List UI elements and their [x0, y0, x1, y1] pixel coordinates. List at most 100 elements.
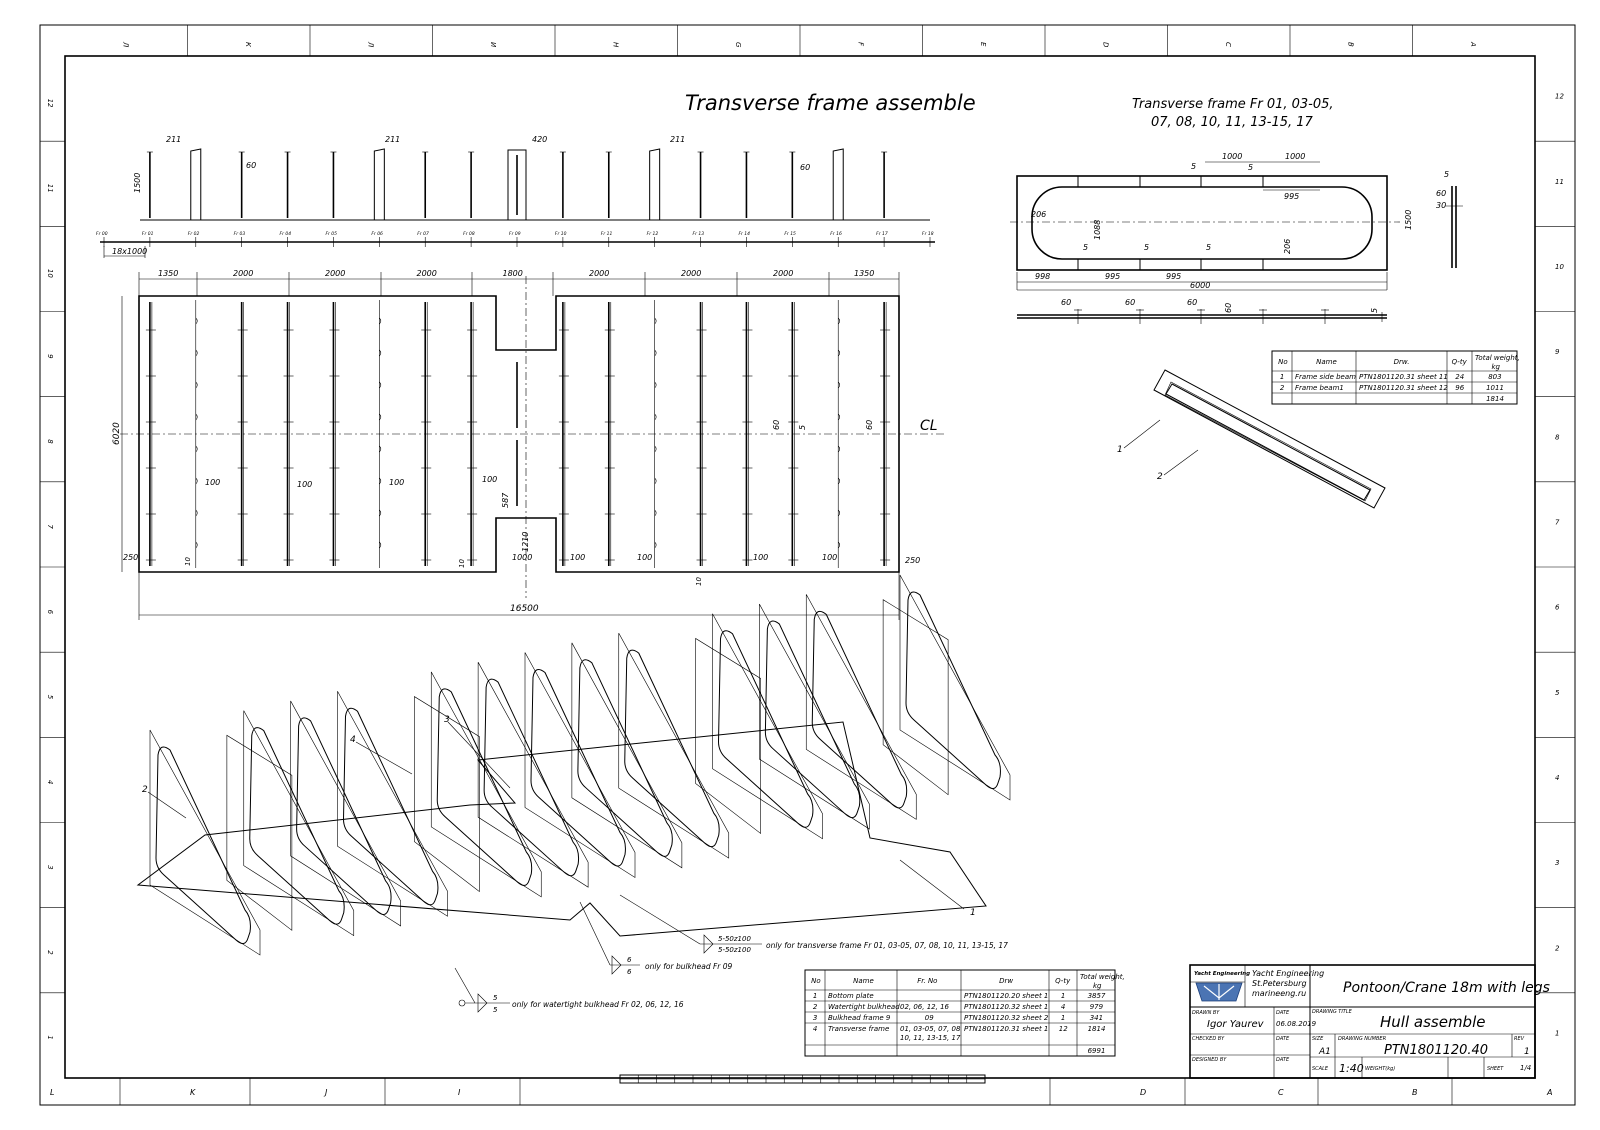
dim-60-a: 60 [772, 420, 781, 430]
zone-left-1: 11 [46, 184, 54, 193]
iso-frame-opening [483, 678, 580, 877]
main-tbl-r3-c3: PTN1801120.31 sheet 1 [964, 1025, 1048, 1033]
weight-label: WEIGHT(kg) [1365, 1066, 1395, 1072]
frame-detail-outer [1016, 175, 1388, 271]
frame-detail-opening [1031, 186, 1373, 260]
svg-text:only for transverse frame Fr 0: only for transverse frame Fr 01, 03-05, … [766, 941, 1008, 950]
zone-right-1: 11 [1555, 178, 1564, 186]
main-tbl-r2-c1: Bulkhead frame 9 [828, 1014, 891, 1022]
frame-label-6: Fr 06 [371, 231, 383, 237]
iso-callout-2: 2 [142, 785, 148, 795]
small-tbl-r0-c2: PTN1801120.31 sheet 11 [1359, 373, 1448, 381]
frame-label-14: Fr 14 [738, 231, 750, 237]
frame-label-7: Fr 07 [417, 231, 429, 237]
inner-border [64, 55, 1536, 1079]
main-tbl-header-3: Drw [999, 977, 1013, 985]
main-tbl-r0-c1: Bottom plate [828, 992, 874, 1000]
row-dim-7: 2000 [773, 269, 793, 278]
frame-label-17: Fr 17 [876, 231, 888, 237]
main-tbl-header-4: Q-ty [1055, 977, 1071, 985]
iso-frame-opening [624, 649, 720, 848]
zone-left-9: 3 [46, 865, 54, 869]
drawing-title-label: DRAWING TITLE [1312, 1009, 1353, 1015]
zone-top-6: F [856, 42, 864, 47]
svg-text:only for watertight bulkhead F: only for watertight bulkhead Fr 02, 06, … [512, 1000, 684, 1009]
zone-bottom-3: I [458, 1088, 461, 1097]
iso-frame [899, 574, 1011, 801]
main-tbl-r2-c2: 09 [925, 1014, 934, 1022]
elev-bulkhead [649, 148, 661, 220]
dim-250-right: 250 [905, 556, 920, 565]
svg-text:only for bulkhead Fr 09: only for bulkhead Fr 09 [645, 962, 733, 971]
zone-left-10: 2 [46, 950, 54, 955]
dim-100-7: 100 [753, 553, 768, 562]
frame-label-0: Fr 00 [96, 231, 108, 237]
beam-ticks [1074, 309, 1383, 324]
elev-center-bulkhead [507, 149, 527, 221]
zone-left-11: 1 [46, 1035, 54, 1039]
zone-right-5: 7 [1555, 518, 1560, 526]
iso-callout-3: 3 [444, 715, 450, 725]
zone-top-8: D [1101, 42, 1109, 48]
hull-isometric [136, 574, 1011, 956]
iso-frame-opening [905, 591, 1001, 789]
company-logo: Yacht Engineering [1194, 971, 1250, 1002]
zone-right-0: 12 [1555, 93, 1564, 101]
drawing-number-label: DRAWING NUMBER [1338, 1036, 1386, 1042]
dim-10-3: 10 [695, 577, 703, 586]
dim-100-4: 100 [482, 475, 497, 484]
iso-bulkhead [226, 734, 293, 931]
small-tbl-header-2: Drw. [1394, 358, 1410, 366]
main-tbl-r1-c0: 2 [813, 1003, 818, 1011]
zone-top-2: Л [366, 41, 374, 48]
elev-bulkhead [190, 148, 202, 220]
row-dim-6: 2000 [681, 269, 701, 278]
iso-frame-opening [764, 620, 861, 819]
dim-100-6: 100 [637, 553, 652, 562]
checked-by-label: CHECKED BY [1192, 1036, 1225, 1042]
iso-frame-opening [717, 630, 814, 828]
row-dim-5: 2000 [589, 269, 609, 278]
designed-by-label: DESIGNED BY [1192, 1057, 1227, 1063]
elev-bulkhead [832, 148, 844, 220]
row-dim-3: 2000 [417, 269, 437, 278]
main-tbl-r1-c5: 979 [1090, 1003, 1104, 1011]
iso-frame-opening [577, 659, 673, 857]
small-tbl-r0-c3: 24 [1455, 373, 1464, 381]
frame-label-5: Fr 05 [325, 231, 337, 237]
zone-top-11: A [1469, 41, 1477, 47]
sec-dim-5: 5 [1444, 170, 1449, 179]
iso-frame-opening [155, 746, 251, 944]
dim-width: 16500 [510, 604, 539, 614]
frame-label-18: Fr 18 [922, 231, 934, 237]
zone-top-7: E [979, 42, 987, 47]
size-label: SIZE [1312, 1036, 1324, 1042]
fd-dim-995c: 995 [1166, 272, 1181, 281]
zone-left-5: 7 [46, 524, 54, 529]
fd-dim-206a: 206 [1031, 210, 1046, 219]
project-title: Pontoon/Crane 18m with legs [1343, 980, 1550, 996]
row-dim-1: 2000 [233, 269, 253, 278]
bb-dim-5: 5 [1370, 308, 1379, 313]
weld-note-3: 5 5 only for watertight bulkhead Fr 02, … [454, 967, 684, 1014]
zone-bottom-5: C [1278, 1088, 1284, 1097]
outer-border [39, 24, 1576, 1106]
frame-detail-title-1: Transverse frame Fr 01, 03-05, [1132, 97, 1334, 112]
iso-frame-opening [530, 668, 626, 867]
zone-top-10: B [1346, 42, 1354, 47]
frame-label-13: Fr 13 [693, 231, 705, 237]
scale: 1:40 [1339, 1062, 1364, 1075]
cl-label: CL [920, 418, 938, 434]
company-line-3: marineeng.ru [1252, 989, 1306, 998]
size: A1 [1318, 1047, 1331, 1057]
drawing-title: Hull assemble [1380, 1013, 1485, 1031]
fd-dim-6000: 6000 [1190, 281, 1210, 290]
fd-dim-5e: 5 [1206, 243, 1211, 252]
zone-left-8: 4 [46, 780, 54, 784]
small-tbl-header-4: Total weight, [1475, 354, 1520, 362]
fd-dim-206b: 206 [1283, 239, 1292, 254]
small-tbl-r1-c1: Frame beam1 [1295, 384, 1344, 392]
